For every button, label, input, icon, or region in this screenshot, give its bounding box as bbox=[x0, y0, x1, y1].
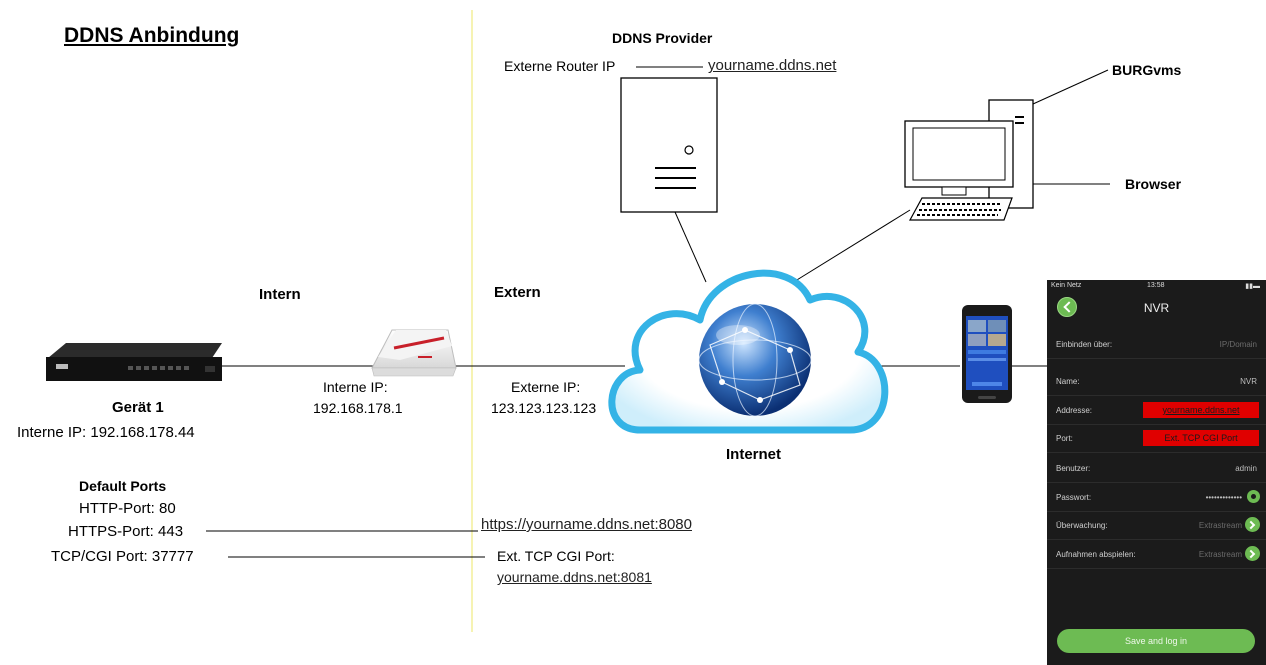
tcp-cgi-port: TCP/CGI Port: 37777 bbox=[51, 548, 194, 565]
row-label: Name: bbox=[1056, 377, 1080, 386]
row-label: Überwachung: bbox=[1056, 521, 1108, 530]
http-port: HTTP-Port: 80 bbox=[79, 500, 176, 517]
ext-tcp-cgi-port-label: Ext. TCP CGI Port: bbox=[497, 548, 615, 564]
browser-label: Browser bbox=[1125, 176, 1182, 192]
external-router-ip-label: Externe Router IP bbox=[504, 58, 616, 74]
ddns-hostname-link[interactable]: yourname.ddns.net bbox=[708, 57, 837, 74]
row-monitoring[interactable]: Überwachung: Extrastream bbox=[1047, 511, 1266, 540]
burgvms-label: BURGvms bbox=[1112, 62, 1182, 78]
status-time: 13:58 bbox=[1147, 282, 1165, 289]
address-field[interactable]: yourname.ddns.net bbox=[1143, 402, 1259, 418]
globe-icon bbox=[698, 303, 812, 417]
router-internal-ip-label: Interne IP: bbox=[323, 379, 388, 395]
router-internal-ip: 192.168.178.1 bbox=[313, 400, 403, 416]
nvr-device-icon bbox=[46, 343, 222, 381]
default-ports-heading: Default Ports bbox=[79, 478, 167, 494]
chevron-right-icon[interactable] bbox=[1245, 546, 1260, 561]
row-label: Passwort: bbox=[1056, 493, 1092, 502]
status-bar: Kein Netz 13:58 ▮▮▬ bbox=[1051, 282, 1262, 292]
back-button[interactable] bbox=[1057, 297, 1077, 317]
device-name: Gerät 1 bbox=[112, 399, 164, 416]
internet-label: Internet bbox=[726, 446, 782, 463]
app-nav-title: NVR bbox=[1143, 301, 1170, 315]
device-ip: Interne IP: 192.168.178.44 bbox=[17, 424, 195, 441]
router-external-ip-label: Externe IP: bbox=[511, 379, 581, 395]
zone-extern-label: Extern bbox=[494, 284, 541, 301]
row-label: Port: bbox=[1056, 434, 1073, 443]
router-external-ip: 123.123.123.123 bbox=[491, 400, 597, 416]
row-name[interactable]: Name: NVR bbox=[1047, 367, 1266, 396]
smartphone-icon bbox=[962, 305, 1012, 403]
network-status: Kein Netz bbox=[1051, 282, 1082, 289]
zone-intern-label: Intern bbox=[259, 286, 301, 303]
row-playback[interactable]: Aufnahmen abspielen: Extrastream bbox=[1047, 540, 1266, 569]
row-port[interactable]: Port: Ext. TCP CGI Port bbox=[1047, 424, 1266, 453]
chevron-right-icon[interactable] bbox=[1245, 517, 1260, 532]
ext-tcp-cgi-url[interactable]: yourname.ddns.net:8081 bbox=[497, 569, 652, 585]
app-screenshot: Kein Netz 13:58 ▮▮▬ NVR Einbinden über: … bbox=[1047, 280, 1266, 665]
link-burgvms-label bbox=[1032, 69, 1109, 105]
row-einbinden[interactable]: Einbinden über: IP/Domain bbox=[1047, 330, 1266, 359]
row-label: Aufnahmen abspielen: bbox=[1056, 550, 1136, 559]
ddns-provider-heading: DDNS Provider bbox=[612, 30, 713, 46]
row-value: admin bbox=[1235, 464, 1257, 473]
show-password-icon[interactable] bbox=[1247, 490, 1260, 503]
internet-cloud-icon bbox=[608, 269, 889, 434]
row-user[interactable]: Benutzer: admin bbox=[1047, 454, 1266, 483]
row-label: Einbinden über: bbox=[1056, 340, 1113, 349]
row-value: Extrastream bbox=[1198, 521, 1242, 530]
row-label: Benutzer: bbox=[1056, 464, 1091, 473]
link-pc-cloud bbox=[791, 209, 911, 284]
page-title: DDNS Anbindung bbox=[64, 24, 240, 47]
save-and-login-button[interactable]: Save and log in bbox=[1057, 629, 1255, 653]
https-port: HTTPS-Port: 443 bbox=[68, 523, 184, 540]
row-password[interactable]: Passwort: ••••••••••••• bbox=[1047, 483, 1266, 512]
row-address[interactable]: Addresse: yourname.ddns.net bbox=[1047, 396, 1266, 425]
link-server-cloud bbox=[674, 211, 707, 283]
password-value: ••••••••••••• bbox=[1205, 493, 1242, 502]
desktop-computer-icon bbox=[904, 99, 1034, 221]
router-icon bbox=[371, 329, 457, 377]
server-icon bbox=[620, 77, 718, 213]
row-value: NVR bbox=[1240, 377, 1257, 386]
port-field[interactable]: Ext. TCP CGI Port bbox=[1143, 430, 1259, 446]
row-value: IP/Domain bbox=[1219, 340, 1257, 349]
row-label: Addresse: bbox=[1056, 406, 1093, 415]
row-value: Extrastream bbox=[1198, 550, 1242, 559]
battery-icon: ▮▮▬ bbox=[1245, 283, 1260, 290]
https-ddns-url[interactable]: https://yourname.ddns.net:8080 bbox=[481, 516, 692, 533]
